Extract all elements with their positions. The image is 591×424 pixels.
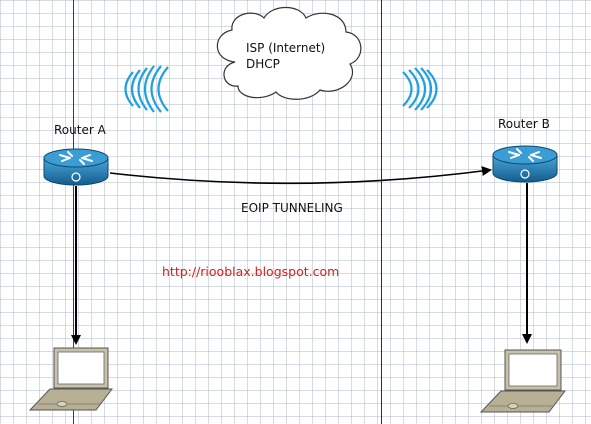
cloud-label: ISP (Internet) DHCP — [246, 40, 325, 72]
guide-line-left — [73, 0, 74, 424]
laptop-icon-b — [479, 349, 567, 413]
router-b-label: Router B — [498, 117, 550, 131]
isp-cloud-icon — [216, 6, 362, 100]
laptop-icon-a — [28, 347, 114, 411]
guide-line-right — [381, 0, 382, 424]
blog-url-text: http://riooblax.blogspot.com — [162, 264, 340, 279]
eoip-tunnel-arrow — [109, 166, 492, 185]
router-icon-b — [492, 145, 558, 183]
wifi-signal-icon-right — [402, 67, 438, 111]
router-icon-a — [43, 148, 109, 186]
tunnel-label: EOIP TUNNELING — [241, 201, 343, 215]
wifi-signal-icon-left — [124, 65, 169, 113]
cloud-label-line2: DHCP — [246, 57, 280, 71]
cloud-label-line1: ISP (Internet) — [246, 41, 326, 55]
router-a-label: Router A — [54, 123, 106, 137]
